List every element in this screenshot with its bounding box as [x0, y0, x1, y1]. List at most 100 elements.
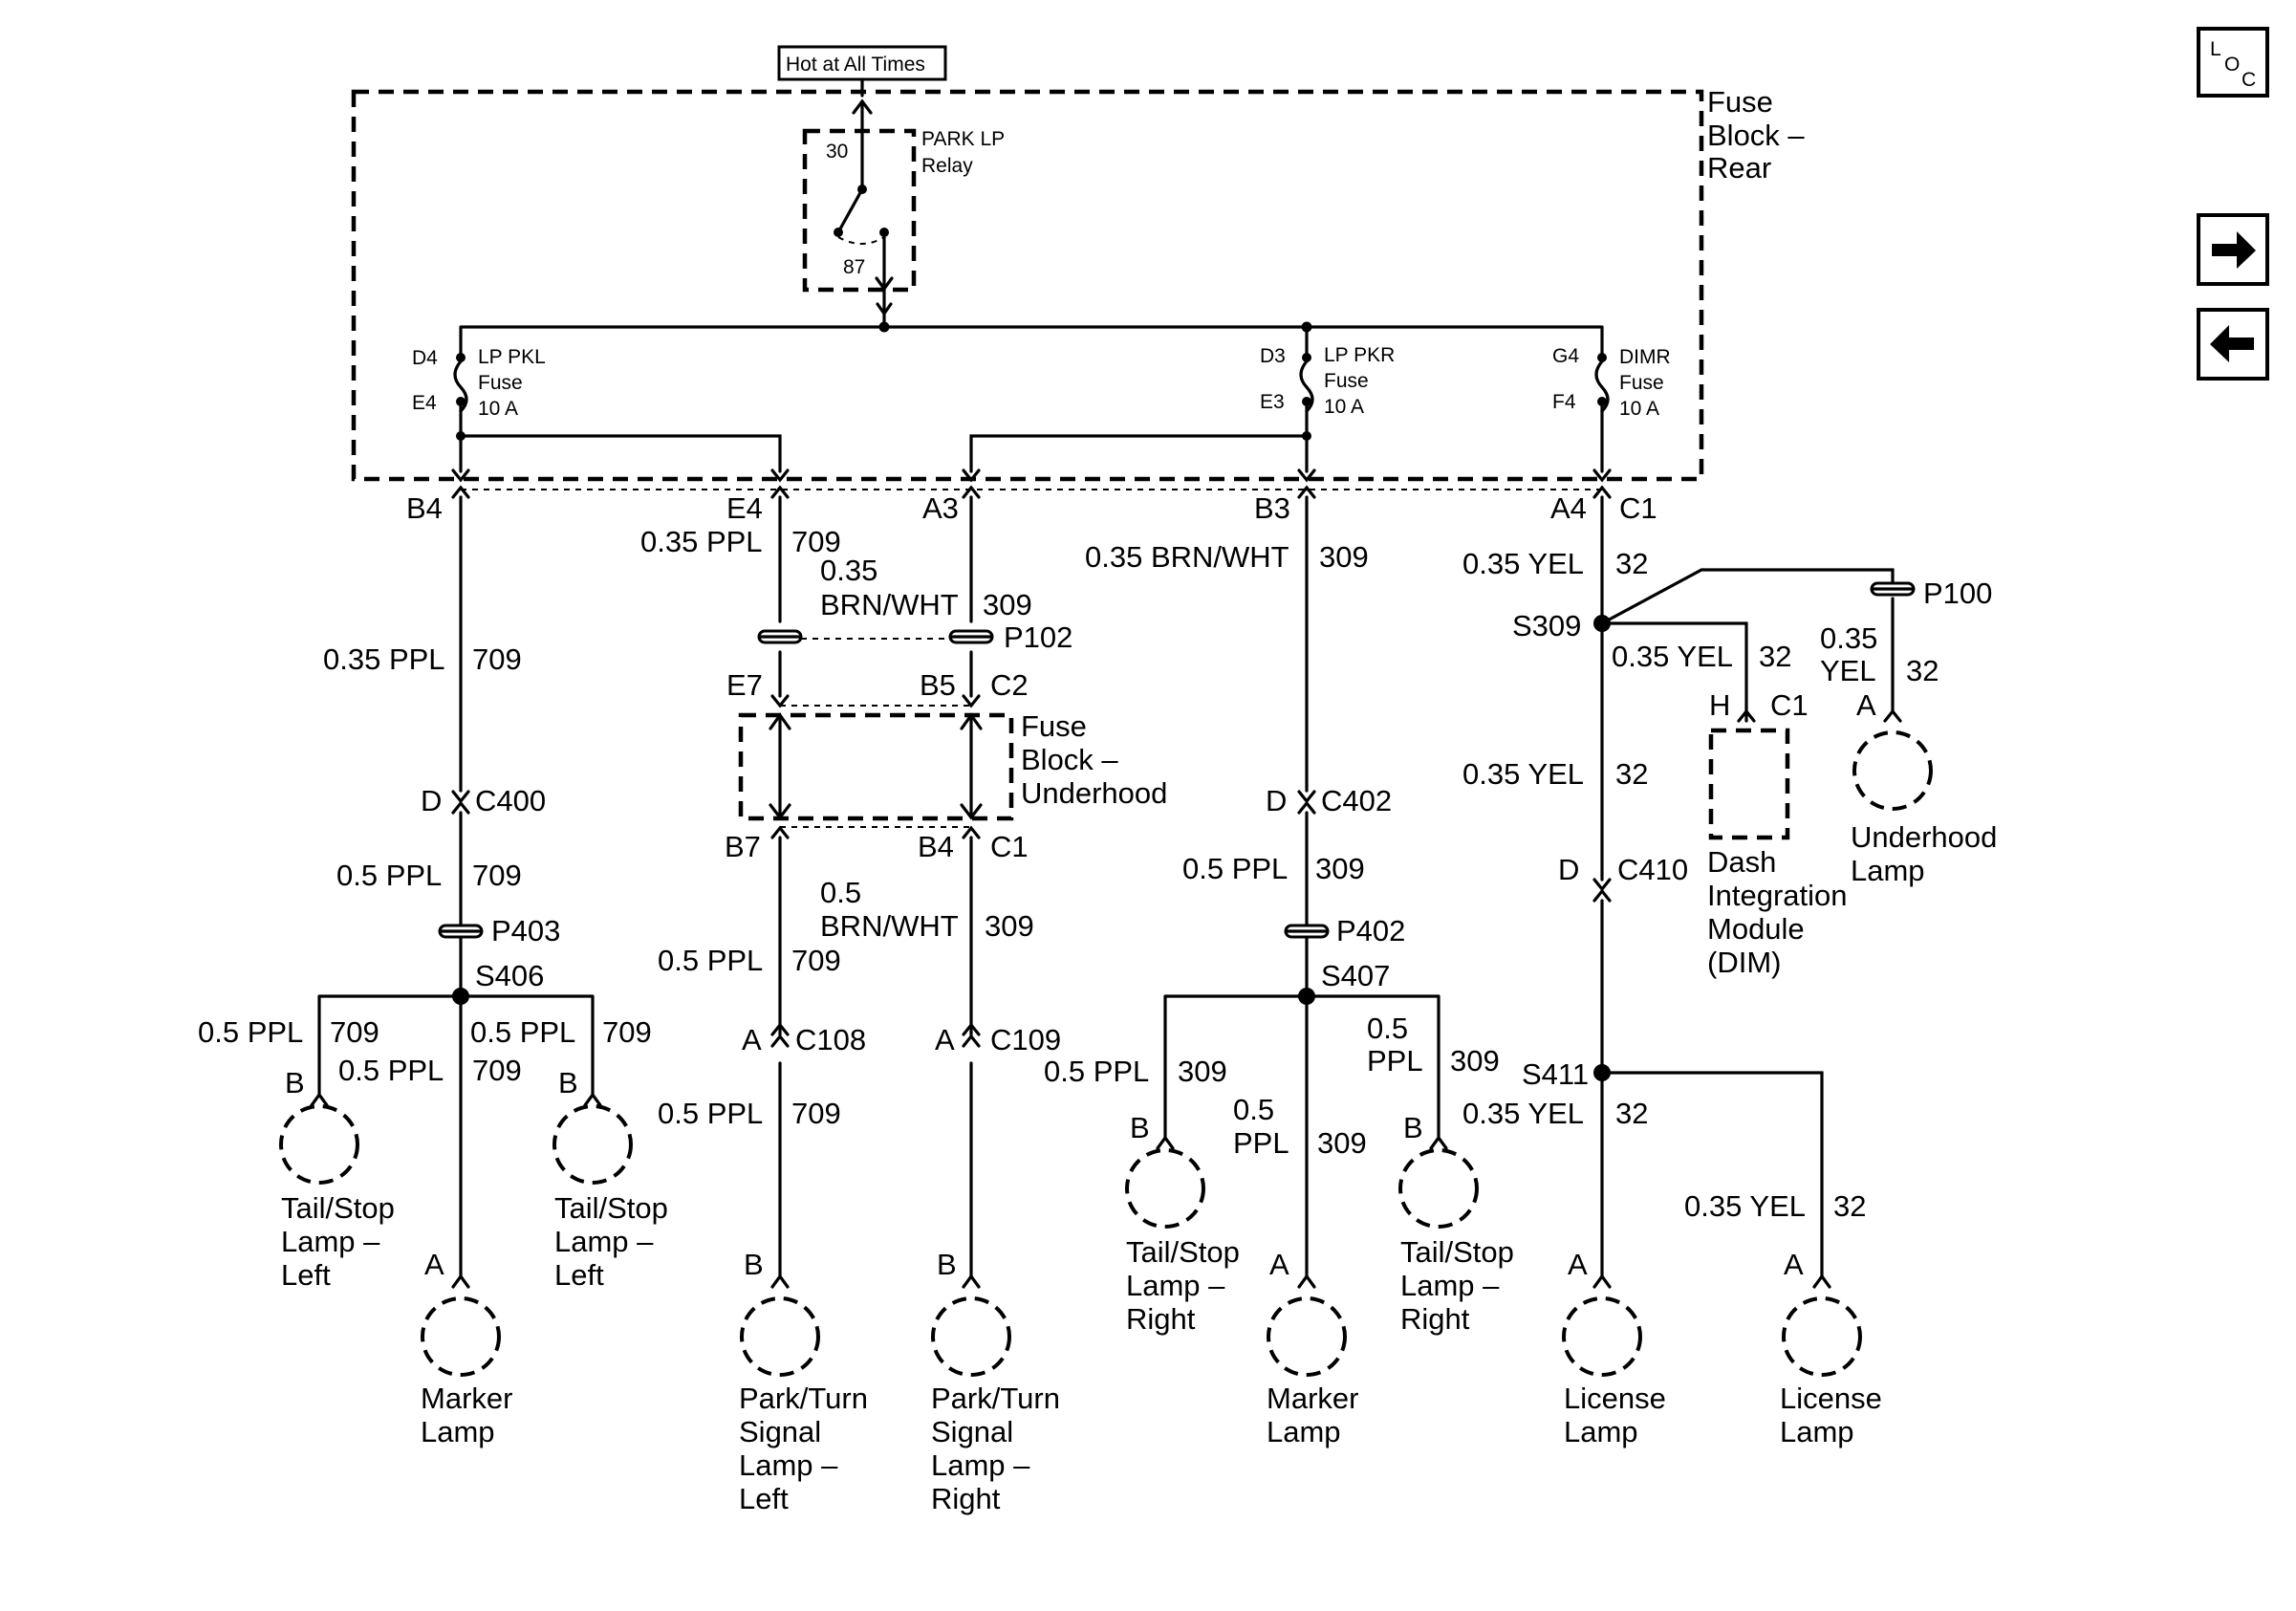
svg-text:BRN/WHT: BRN/WHT [820, 588, 959, 621]
svg-text:B: B [744, 1248, 764, 1281]
svg-text:309: 309 [1317, 1126, 1367, 1160]
svg-text:(DIM): (DIM) [1707, 946, 1781, 979]
fuse-block-rear-label-2: Block – [1707, 119, 1805, 152]
svg-text:Marker: Marker [421, 1382, 512, 1415]
svg-text:Right: Right [1400, 1302, 1470, 1336]
svg-text:Lamp –: Lamp – [554, 1225, 654, 1258]
svg-text:10 A: 10 A [1324, 396, 1364, 418]
svg-text:C1: C1 [1770, 688, 1809, 722]
svg-text:32: 32 [1906, 654, 1939, 687]
svg-text:Lamp –: Lamp – [931, 1448, 1030, 1482]
svg-text:Fuse: Fuse [1324, 370, 1369, 392]
svg-text:B5: B5 [920, 668, 956, 702]
svg-text:32: 32 [1615, 757, 1648, 791]
svg-text:309: 309 [1315, 852, 1365, 885]
svg-text:309: 309 [1319, 540, 1369, 574]
svg-text:Park/Turn: Park/Turn [931, 1382, 1060, 1415]
svg-text:0.5 PPL: 0.5 PPL [336, 859, 442, 892]
svg-text:0.35 PPL: 0.35 PPL [323, 642, 445, 676]
fuse-block-underhood-outline [738, 712, 1014, 821]
svg-text:Relay: Relay [921, 155, 973, 177]
tail-stop-lamp-right-1: B Tail/Stop Lamp – Right [1125, 1111, 1240, 1336]
svg-text:Signal: Signal [931, 1415, 1013, 1448]
conn-b4: B4 [406, 491, 443, 525]
svg-text:P403: P403 [491, 914, 560, 947]
svg-text:0.5 PPL: 0.5 PPL [1182, 852, 1288, 885]
svg-text:Tail/Stop: Tail/Stop [1126, 1235, 1240, 1269]
svg-text:0.35 YEL: 0.35 YEL [1462, 757, 1584, 791]
svg-text:P100: P100 [1923, 577, 1992, 610]
svg-text:B4: B4 [918, 830, 954, 863]
svg-text:309: 309 [983, 588, 1032, 621]
svg-text:Integration: Integration [1707, 879, 1848, 912]
next-page-button[interactable] [2197, 213, 2269, 286]
svg-text:Underhood: Underhood [1021, 776, 1167, 810]
rear-fuse-bus [459, 325, 1604, 358]
svg-text:0.35: 0.35 [820, 554, 877, 587]
conn-e4: E4 [726, 491, 763, 525]
svg-text:32: 32 [1615, 1097, 1648, 1130]
fuse-lp-pkl: D4 E4 LP PKL Fuse 10 A [412, 346, 546, 420]
svg-text:DIMR: DIMR [1619, 346, 1671, 368]
svg-text:B7: B7 [725, 830, 761, 863]
svg-text:C410: C410 [1617, 853, 1688, 886]
svg-text:Underhood: Underhood [1851, 820, 1997, 854]
svg-text:S411: S411 [1522, 1057, 1589, 1091]
underhood-lamp: Underhood Lamp [1851, 730, 1997, 887]
svg-text:Lamp: Lamp [1564, 1415, 1638, 1448]
svg-text:Left: Left [554, 1258, 604, 1292]
location-icon: L O C [2210, 38, 2256, 91]
svg-text:A: A [1856, 688, 1876, 722]
svg-text:0.35 BRN/WHT: 0.35 BRN/WHT [1085, 540, 1289, 574]
fuse-block-rear-label-3: Rear [1707, 151, 1771, 185]
tail-stop-lamp-left-1: B Tail/Stop Lamp – Left [279, 1066, 395, 1292]
svg-text:B: B [1130, 1111, 1150, 1144]
svg-text:Dash: Dash [1707, 845, 1776, 879]
svg-text:H: H [1709, 688, 1730, 722]
fuse-block-rear-label-1: Fuse [1707, 85, 1773, 119]
svg-text:Lamp: Lamp [1851, 854, 1925, 887]
svg-text:32: 32 [1833, 1189, 1866, 1223]
svg-text:PARK LP: PARK LP [921, 128, 1005, 150]
svg-text:Tail/Stop: Tail/Stop [281, 1191, 395, 1225]
fuse-dimr: G4 F4 DIMR Fuse 10 A [1552, 345, 1671, 420]
svg-text:709: 709 [791, 525, 841, 558]
svg-text:709: 709 [602, 1015, 652, 1049]
marker-lamp-right: A Marker Lamp [1267, 1248, 1358, 1448]
svg-text:C108: C108 [795, 1023, 866, 1056]
svg-text:B: B [1403, 1111, 1423, 1144]
svg-text:709: 709 [472, 859, 522, 892]
marker-lamp-left: A Marker Lamp [421, 1248, 512, 1448]
svg-text:B: B [285, 1066, 305, 1099]
location-button[interactable]: L O C [2197, 27, 2269, 98]
license-lamp-2: A License Lamp [1780, 1248, 1882, 1448]
svg-text:A: A [424, 1248, 444, 1281]
svg-text:0.35 YEL: 0.35 YEL [1462, 1097, 1584, 1130]
svg-text:D3: D3 [1260, 345, 1286, 367]
svg-text:S309: S309 [1512, 609, 1581, 642]
svg-text:Lamp –: Lamp – [739, 1448, 838, 1482]
svg-text:0.5 PPL: 0.5 PPL [470, 1015, 575, 1049]
svg-text:709: 709 [791, 944, 841, 977]
svg-text:309: 309 [1450, 1044, 1500, 1078]
svg-text:A: A [1568, 1248, 1588, 1281]
svg-text:Fuse: Fuse [1619, 372, 1664, 394]
svg-text:D4: D4 [412, 347, 438, 369]
svg-text:F4: F4 [1552, 391, 1576, 413]
svg-text:Left: Left [739, 1482, 789, 1515]
svg-text:Right: Right [931, 1482, 1001, 1515]
previous-page-button[interactable] [2197, 308, 2269, 381]
svg-text:PPL: PPL [1233, 1126, 1289, 1160]
fuse-lp-pkr: D3 E3 LP PKR Fuse 10 A [1260, 344, 1395, 418]
svg-text:0.5 PPL: 0.5 PPL [338, 1054, 444, 1087]
svg-text:Right: Right [1126, 1302, 1196, 1336]
svg-text:C400: C400 [475, 784, 546, 817]
svg-text:S406: S406 [475, 959, 544, 992]
svg-text:10 A: 10 A [478, 398, 518, 420]
svg-text:309: 309 [985, 909, 1034, 943]
svg-text:License: License [1564, 1382, 1666, 1415]
svg-text:C109: C109 [990, 1023, 1061, 1056]
svg-text:G4: G4 [1552, 345, 1579, 367]
svg-text:D: D [1266, 784, 1287, 817]
